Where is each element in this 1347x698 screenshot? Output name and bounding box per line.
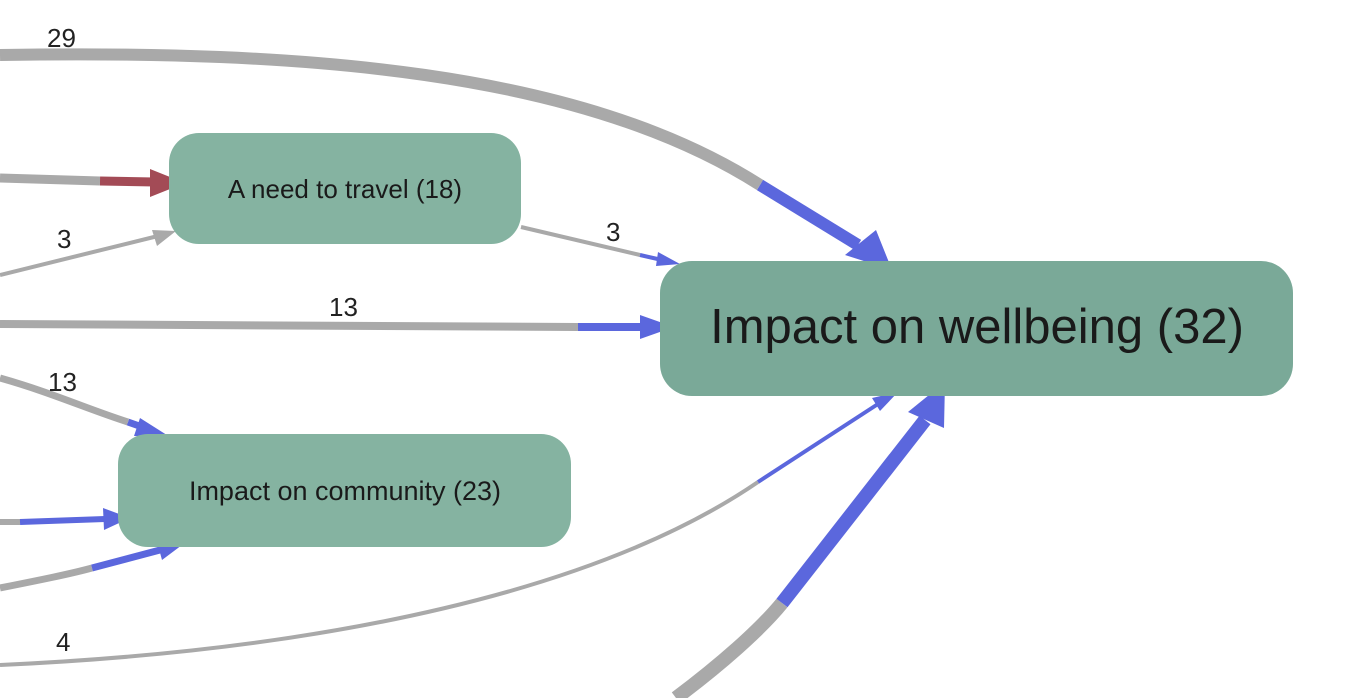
edge-into-community-middle: [0, 508, 130, 530]
node-wellbeing[interactable]: Impact on wellbeing (32): [660, 261, 1293, 396]
edge-into-community-top: [0, 374, 170, 437]
edge-label-into-community-top: 13: [48, 367, 77, 397]
edge-label-bottom-to-wellbeing: 4: [56, 627, 70, 657]
arrowhead: [134, 418, 170, 437]
edge-middle-to-wellbeing: [0, 315, 674, 339]
arrowhead: [872, 392, 898, 411]
edge-label-top: 29: [47, 23, 76, 53]
node-community-label: Impact on community (23): [189, 476, 501, 506]
arrowhead: [656, 252, 680, 266]
edge-into-travel-negative: [0, 169, 185, 197]
edge-label-into-travel-lower: 3: [57, 224, 71, 254]
edge-top-to-wellbeing: [0, 48, 892, 270]
edge-bottom-thick-to-wellbeing: [671, 382, 945, 698]
arrowhead: [150, 169, 185, 197]
arrowhead: [845, 230, 892, 270]
edge-travel-to-wellbeing: [520, 225, 680, 266]
edge-label-travel-to-wellbeing: 3: [606, 217, 620, 247]
arrowhead: [640, 315, 674, 339]
edge-bottom-thin-to-wellbeing: [0, 392, 898, 667]
node-travel-label: A need to travel (18): [228, 174, 462, 204]
node-community[interactable]: Impact on community (23): [118, 434, 571, 547]
edge-label-middle-to-wellbeing: 13: [329, 292, 358, 322]
arrowhead: [152, 230, 176, 246]
node-wellbeing-label: Impact on wellbeing (32): [710, 300, 1244, 354]
node-travel[interactable]: A need to travel (18): [169, 133, 521, 244]
edge-into-travel-lower: [0, 230, 176, 277]
arrowhead: [103, 508, 130, 530]
